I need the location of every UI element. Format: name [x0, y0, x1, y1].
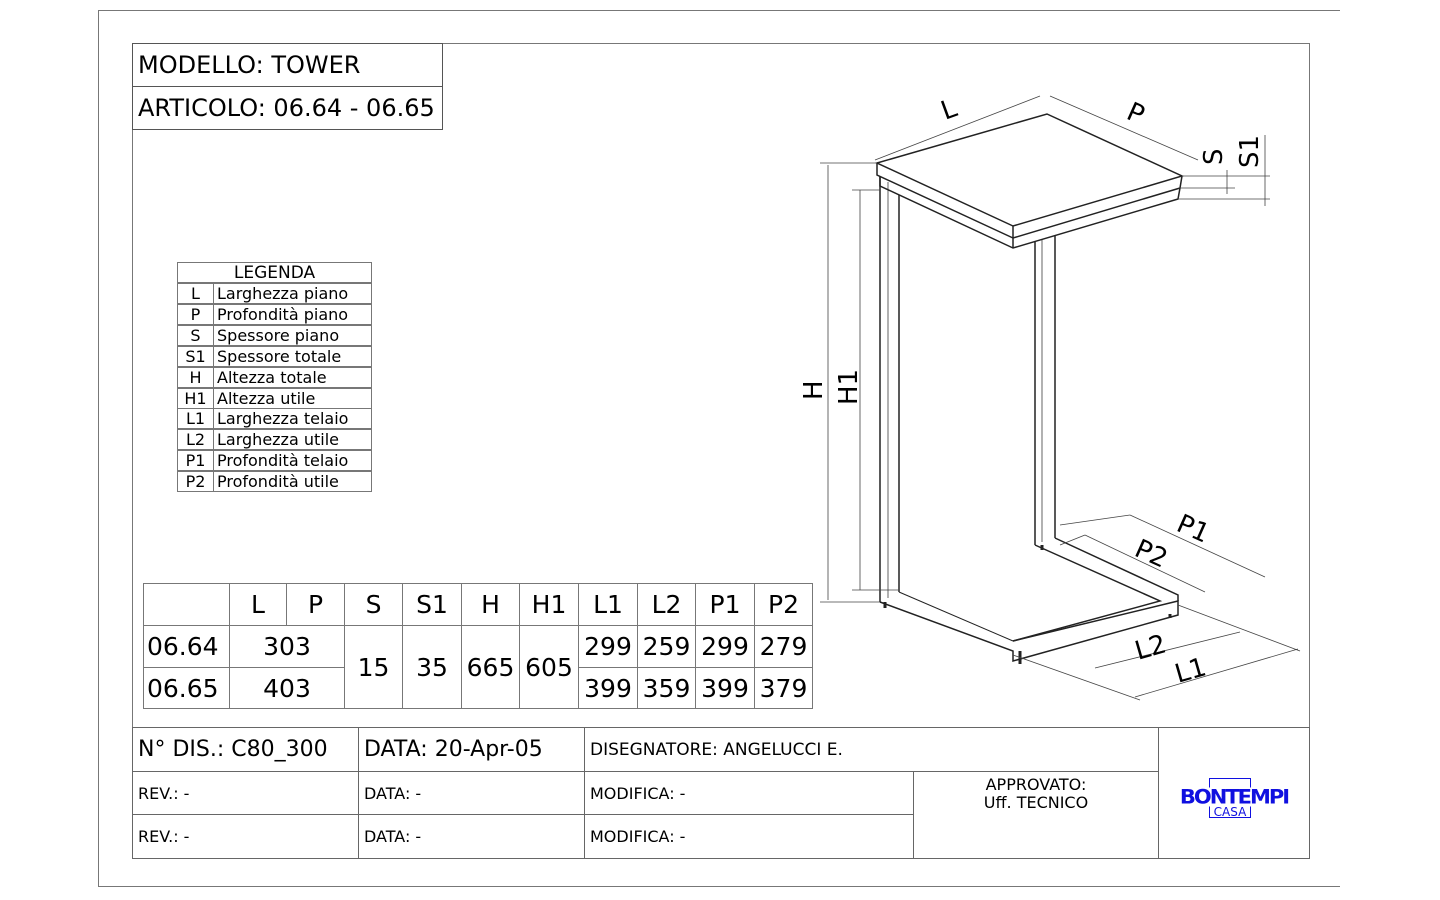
approved-label: APPROVATO:	[985, 775, 1087, 794]
row-code: 06.64	[143, 625, 230, 668]
dimension-lines	[820, 95, 1301, 701]
legend-key: P	[177, 303, 214, 325]
legend-key: S1	[177, 345, 214, 367]
cell-p2: 379	[754, 667, 813, 709]
dim-label-L2: L2	[1132, 629, 1170, 666]
logo-box: BONTEMPI CASA	[1158, 727, 1310, 859]
sheet-border-bottom	[98, 886, 1340, 887]
designer: DISEGNATORE: ANGELUCCI E.	[584, 727, 1159, 772]
revision-2-modification: MODIFICA: -	[584, 814, 914, 859]
legend-key: L2	[177, 429, 214, 451]
article-title: ARTICOLO: 06.64 - 06.65	[132, 86, 443, 130]
legend-label: Altezza totale	[214, 366, 372, 388]
legend-key: L	[177, 283, 214, 304]
legend-key: H1	[177, 387, 214, 409]
revision-2-date: DATA: -	[358, 814, 585, 859]
column-header-l1: L1	[578, 583, 638, 626]
top-face	[874, 113, 1185, 227]
revision-1-modification: MODIFICA: -	[584, 771, 914, 815]
approval-box: APPROVATO: Uff. TECNICO	[913, 771, 1159, 859]
logo-subtext: CASA	[1213, 805, 1247, 819]
column-header-p2: P2	[754, 583, 813, 626]
legend-title: LEGENDA	[177, 262, 372, 283]
dim-label-H1: H1	[834, 369, 864, 405]
legend-key: P2	[177, 471, 214, 493]
drawing-number: N° DIS.: C80_300	[132, 727, 359, 772]
legend-label: Larghezza piano	[214, 283, 372, 304]
base-frame	[879, 600, 1179, 662]
revision-1: REV.: -	[132, 771, 359, 815]
cell-h1: 605	[519, 625, 579, 709]
sheet-border-left	[98, 10, 99, 887]
legend-label: Profondità utile	[214, 471, 372, 493]
dim-label-L1: L1	[1172, 652, 1210, 689]
drawing-date: DATA: 20-Apr-05	[358, 727, 585, 772]
revision-2: REV.: -	[132, 814, 359, 859]
logo-text: BONTEMPI	[1169, 787, 1299, 807]
legend-label: Spessore totale	[214, 345, 372, 367]
legend-label: Larghezza utile	[214, 429, 372, 451]
legend-label: Altezza utile	[214, 387, 372, 409]
dim-label-S1: S1	[1235, 135, 1265, 168]
dim-label-S: S	[1199, 148, 1229, 165]
legend-label: Profondità piano	[214, 303, 372, 325]
legend-label: Spessore piano	[214, 324, 372, 346]
legend-key: S	[177, 324, 214, 346]
approved-by: Uff. TECNICO	[983, 793, 1089, 812]
cell-l2: 359	[637, 667, 696, 709]
revision-1-date: DATA: -	[358, 771, 585, 815]
bontempi-logo: BONTEMPI CASA	[1169, 763, 1299, 823]
cell-h: 665	[461, 625, 520, 709]
legend-key: P1	[177, 450, 214, 472]
legend-key: H	[177, 366, 214, 388]
dim-label-P1: P1	[1172, 509, 1214, 550]
dim-label-P2: P2	[1130, 534, 1172, 575]
table-outline	[874, 113, 1185, 664]
legend-label: Larghezza telaio	[214, 408, 372, 430]
cell-p1: 399	[695, 667, 755, 709]
cell-lp: 403	[229, 667, 345, 709]
dim-label-P: P	[1122, 97, 1149, 131]
dim-label-L: L	[937, 93, 961, 126]
legend-key: L1	[177, 408, 214, 430]
dim-label-H: H	[799, 380, 829, 400]
legend-label: Profondità telaio	[214, 450, 372, 472]
sheet-border-top	[98, 10, 1340, 11]
